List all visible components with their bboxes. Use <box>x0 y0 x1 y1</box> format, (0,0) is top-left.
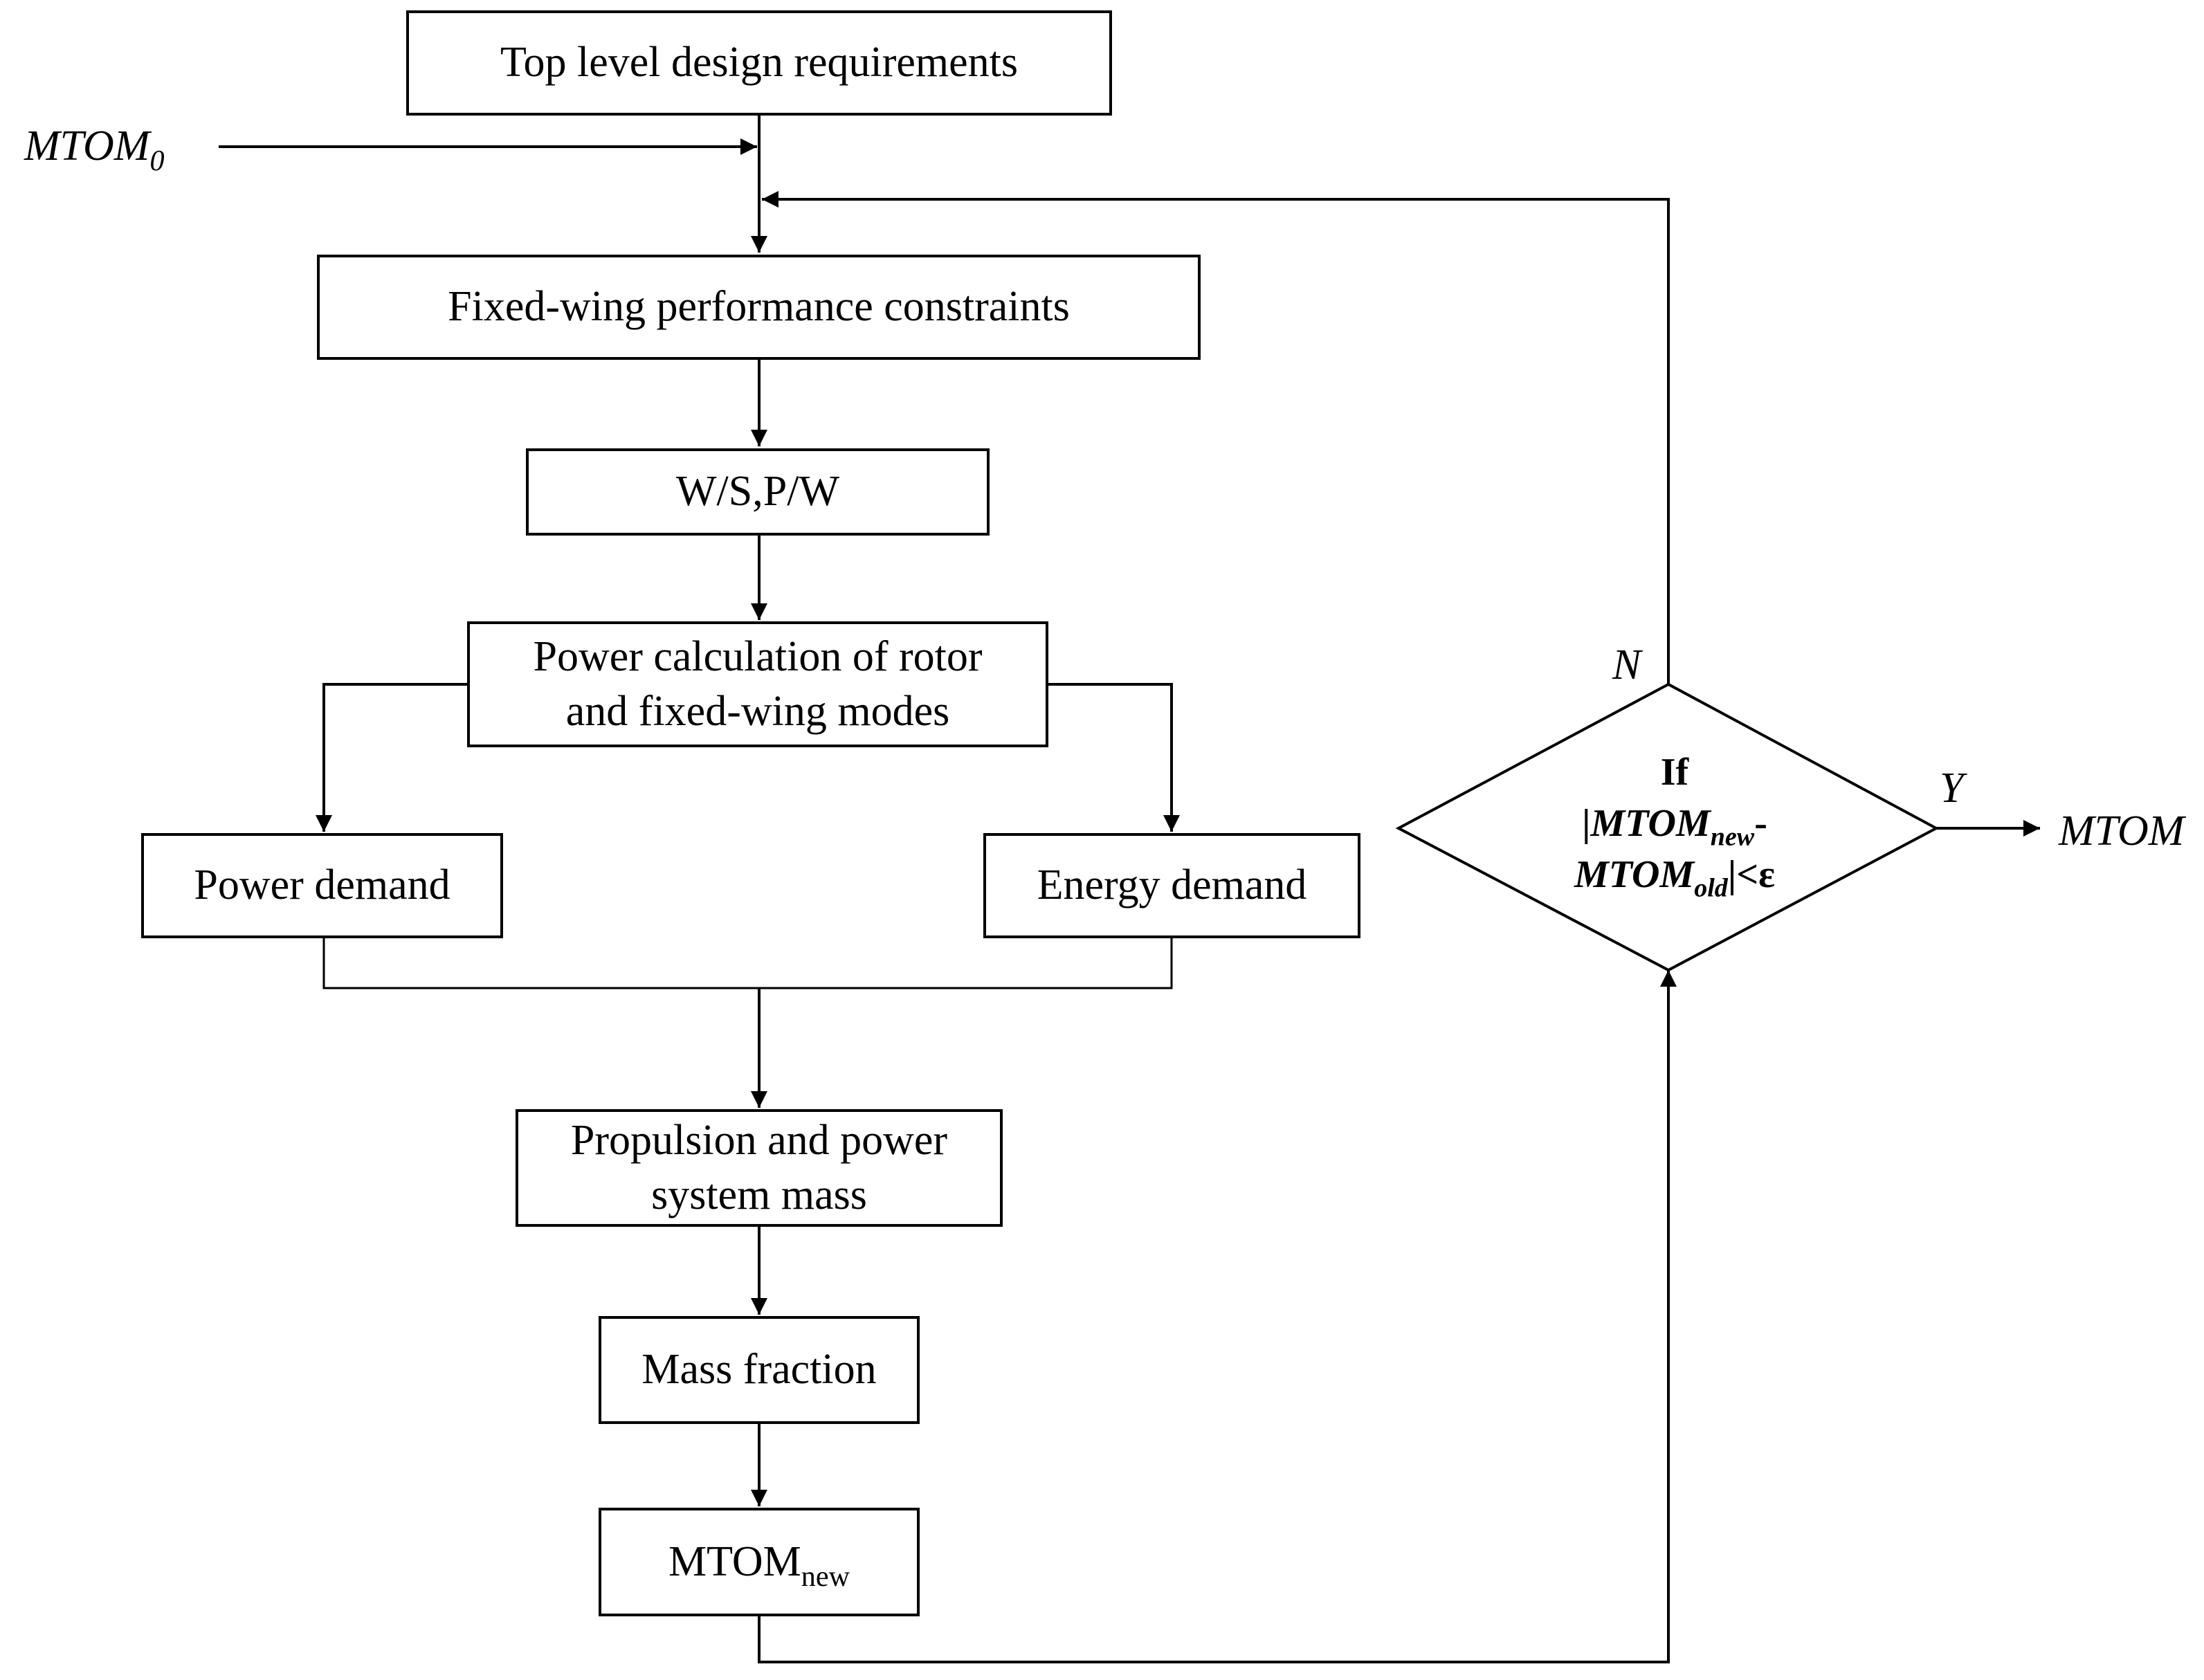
mtom-new-base: MTOM <box>668 1537 801 1585</box>
merge-bracket <box>322 935 1173 989</box>
decision-diamond <box>1395 682 1940 972</box>
mass-fraction-text: Mass fraction <box>641 1346 877 1394</box>
propulsion-mass-line1: Propulsion and power <box>570 1116 948 1164</box>
arrow-feedback-no <box>762 191 1670 685</box>
top-requirements-text: Top level design requirements <box>500 39 1019 86</box>
arrow-mtomnew-to-decision <box>758 970 1677 1663</box>
decision-bar: | <box>1582 801 1591 845</box>
mtom0-subscript: 0 <box>149 144 165 177</box>
decision-condition: If |MTOMnew- MTOMold|<ε <box>1432 747 1917 901</box>
propulsion-mass-line2: system mass <box>651 1171 867 1218</box>
decision-mtom-old: MTOM <box>1574 852 1695 896</box>
power-calculation-line1: Power calculation of rotor <box>533 632 983 680</box>
decision-tail: |<ε <box>1727 852 1776 896</box>
propulsion-mass-box: Propulsion and power system mass <box>516 1109 1003 1227</box>
fixed-wing-constraints-text: Fixed-wing performance constraints <box>448 283 1070 331</box>
power-calculation-line2: and fixed-wing modes <box>565 688 950 735</box>
decision-line2: |MTOMnew- <box>1432 798 1917 850</box>
fixed-wing-constraints-box: Fixed-wing performance constraints <box>317 255 1201 360</box>
top-requirements-box: Top level design requirements <box>406 10 1112 116</box>
decision-sub-old: old <box>1694 873 1728 903</box>
decision-if-label: If <box>1660 751 1689 794</box>
decision-sub-new: new <box>1710 822 1755 852</box>
energy-demand-box: Energy demand <box>983 833 1360 938</box>
mtom-output-label: MTOM <box>2059 807 2185 855</box>
mtom0-base: MTOM <box>24 122 150 170</box>
arrow-powercalc-to-energydemand <box>1046 683 1180 832</box>
ws-pw-box: W/S,P/W <box>526 448 990 536</box>
decision-no-label: N <box>1612 641 1641 688</box>
mtom-new-text: MTOMnew <box>668 1535 850 1591</box>
mtom-new-subscript: new <box>801 1560 850 1593</box>
decision-line3: MTOMold|<ε <box>1432 850 1917 901</box>
mtom-new-box: MTOMnew <box>599 1508 920 1616</box>
power-demand-text: Power demand <box>194 861 450 909</box>
ws-pw-text: W/S,P/W <box>676 468 839 515</box>
energy-demand-text: Energy demand <box>1037 861 1307 909</box>
mass-fraction-box: Mass fraction <box>599 1316 920 1424</box>
decision-mtom-new: MTOM <box>1590 801 1711 845</box>
power-calculation-box: Power calculation of rotor and fixed-win… <box>467 621 1048 747</box>
decision-dash: - <box>1754 801 1767 845</box>
mtom0-input-label: MTOM0 <box>24 122 165 175</box>
arrow-powercalc-to-powerdemand <box>316 683 468 832</box>
decision-yes-label: Y <box>1940 765 1964 812</box>
power-demand-box: Power demand <box>141 833 503 938</box>
